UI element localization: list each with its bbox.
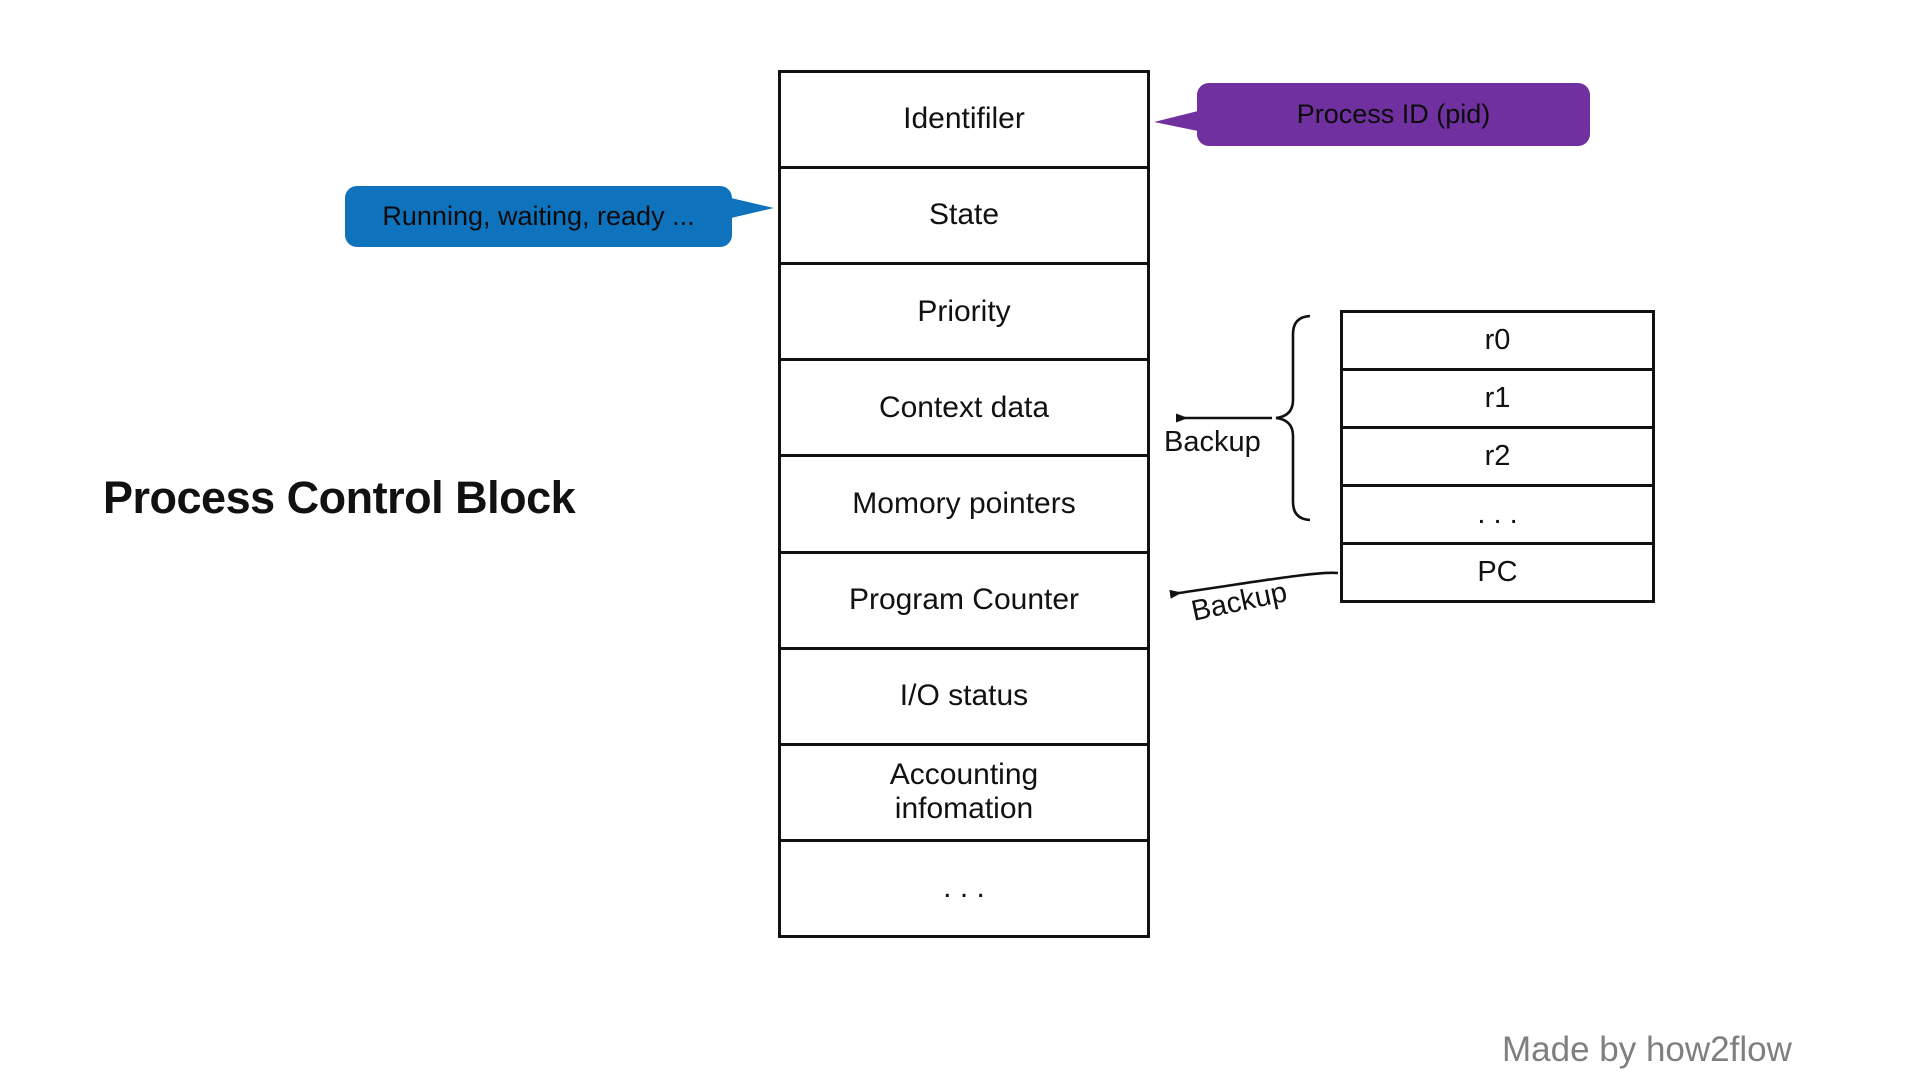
pcb-row-label: Context data bbox=[878, 390, 1050, 424]
register-row-label: r1 bbox=[1484, 381, 1511, 414]
register-row-label: r0 bbox=[1484, 323, 1511, 356]
register-row-ellipsis: . . . bbox=[1343, 484, 1652, 542]
pcb-row-identifier: Identifiler bbox=[781, 73, 1147, 166]
pcb-row-program-counter: Program Counter bbox=[781, 550, 1147, 647]
pcb-row-context-data: Context data bbox=[781, 358, 1147, 454]
pcb-row-accounting: Accounting infomation bbox=[781, 742, 1147, 839]
pcb-row-label: I/O status bbox=[899, 678, 1029, 712]
credit-text: Made by how2flow bbox=[1502, 1030, 1792, 1069]
pcb-table: Identifiler State Priority Context data … bbox=[778, 70, 1150, 938]
pcb-row-label: State bbox=[928, 198, 1000, 232]
register-row-r2: r2 bbox=[1343, 426, 1652, 484]
register-row-label: r2 bbox=[1484, 439, 1511, 472]
pcb-row-memory-pointers: Momory pointers bbox=[781, 454, 1147, 550]
process-id-callout-label: Process ID (pid) bbox=[1296, 99, 1491, 129]
pcb-row-io-status: I/O status bbox=[781, 646, 1147, 743]
register-row-pc: PC bbox=[1343, 542, 1652, 600]
backup-context-label: Backup bbox=[1164, 426, 1261, 458]
register-row-label: . . . bbox=[1477, 497, 1518, 530]
state-callout: Running, waiting, ready ... bbox=[345, 186, 774, 247]
register-group-brace bbox=[1275, 314, 1311, 522]
process-id-callout: Process ID (pid) bbox=[1154, 83, 1590, 146]
pcb-row-label: Momory pointers bbox=[852, 486, 1076, 520]
register-row-r0: r0 bbox=[1343, 313, 1652, 368]
pcb-row-label: . . . bbox=[943, 871, 985, 905]
backup-pc-label: Backup bbox=[1188, 576, 1290, 628]
pcb-row-ellipsis: . . . bbox=[781, 838, 1147, 935]
pcb-row-priority: Priority bbox=[781, 262, 1147, 358]
callout-tail-right bbox=[731, 198, 774, 218]
pcb-row-label: Priority bbox=[917, 294, 1011, 328]
callout-tail-left bbox=[1154, 111, 1198, 131]
register-row-r1: r1 bbox=[1343, 368, 1652, 426]
pcb-row-label: Program Counter bbox=[848, 582, 1080, 616]
register-table: r0 r1 r2 . . . PC bbox=[1340, 310, 1655, 603]
pcb-row-label: Accounting infomation bbox=[889, 757, 1039, 826]
state-callout-label: Running, waiting, ready ... bbox=[382, 201, 695, 231]
pcb-row-label: Identifiler bbox=[903, 102, 1025, 136]
diagram-title: Process Control Block bbox=[103, 472, 576, 523]
pcb-row-state: State bbox=[781, 166, 1147, 262]
register-row-label: PC bbox=[1477, 555, 1518, 588]
